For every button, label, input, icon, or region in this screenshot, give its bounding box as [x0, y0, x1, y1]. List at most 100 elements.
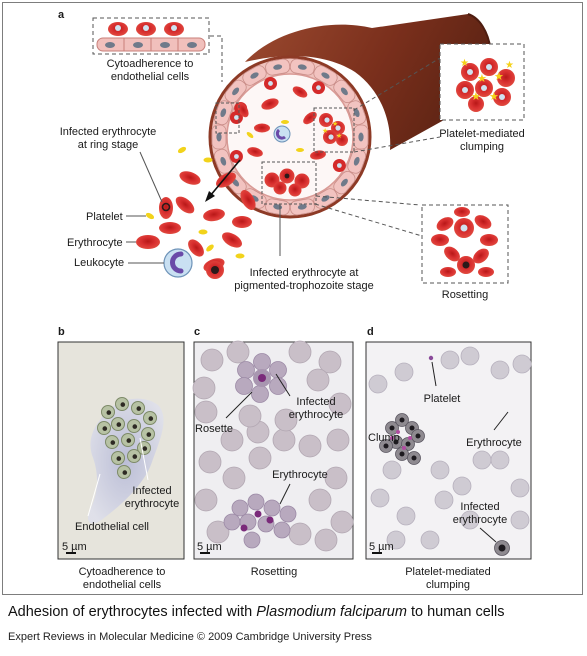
micro-erythrocyte — [382, 460, 402, 480]
parasite-vacuole — [234, 154, 239, 159]
c-rosette-leader — [225, 391, 253, 419]
endothelial-nucleus — [232, 87, 240, 96]
b-endothelial-label: Endothelial cell — [75, 521, 149, 533]
svg-text:★: ★ — [471, 91, 481, 103]
micro-erythrocyte — [298, 434, 322, 458]
micro-erythrocyte — [288, 522, 312, 546]
c-rosette-label: Rosette — [195, 423, 233, 435]
endothelial-nucleus — [250, 72, 259, 79]
endothelial-nucleus — [216, 132, 222, 142]
rosette-erythrocyte — [223, 513, 241, 531]
d-erythrocyte-label: Erythrocyte — [466, 437, 522, 449]
micro-erythrocyte — [386, 530, 406, 550]
endothelial-nucleus — [297, 64, 307, 70]
endothelial-nucleus — [297, 204, 307, 210]
micro-erythrocyte — [238, 404, 262, 428]
rosette-erythrocyte — [253, 353, 271, 371]
caption-c-line1: Rosetting — [250, 566, 298, 578]
svg-text:★: ★ — [505, 60, 514, 71]
flow-arrow — [205, 159, 241, 202]
parasite-pigment — [405, 441, 411, 447]
micro-erythrocyte — [430, 460, 450, 480]
trophozoite-label-line1: Infected erythrocyte at — [250, 267, 359, 279]
free-platelet — [428, 355, 434, 361]
trophozoite-label-line2: pigmented-trophozoite stage — [234, 280, 373, 292]
endothelial-nucleus — [340, 178, 348, 187]
title-suffix: to human cells — [406, 604, 505, 620]
micrograph-b-cells — [97, 397, 157, 479]
rosette-erythrocyte — [279, 505, 297, 523]
parasite-stain — [258, 374, 266, 382]
micro-erythrocyte — [510, 478, 530, 498]
d-scale-label: 5 µm — [369, 541, 394, 553]
vessel-detail-box-cyto — [215, 102, 240, 134]
parasite-pigment — [110, 440, 116, 445]
d-platelet-leader — [431, 361, 437, 387]
svg-text:★: ★ — [489, 91, 499, 103]
parasite-pigment — [409, 425, 415, 431]
b-infected-label-line1: Infected — [132, 485, 171, 497]
parasite-pigment — [122, 470, 128, 475]
parasite-pigment — [126, 438, 132, 443]
micro-erythrocyte — [396, 506, 416, 526]
rosette-erythrocyte — [237, 361, 255, 379]
platelet-dot — [402, 446, 406, 450]
d-platelet-label: Platelet — [424, 393, 461, 405]
micrograph-b — [57, 341, 185, 560]
inset-cytoadherence — [92, 17, 210, 55]
c-erythrocyte-label: Erythrocyte — [272, 469, 328, 481]
micro-erythrocyte — [512, 354, 532, 374]
platelet-dot — [408, 436, 412, 440]
clumping-label-line2: clumping — [460, 141, 504, 153]
micro-erythrocyte — [198, 450, 222, 474]
ring-stage-leader — [139, 151, 163, 203]
clumping-label-line1: Platelet-mediated — [439, 128, 525, 140]
caption-d-line1: Platelet-mediated — [405, 566, 491, 578]
rosette-erythrocyte — [231, 499, 249, 517]
micro-erythrocyte — [328, 392, 352, 416]
d-clump-label: Clump — [368, 432, 400, 444]
d-infected-label-line1: Infected — [460, 501, 499, 513]
endothelial-nucleus — [353, 108, 360, 118]
parasite-vacuole — [268, 81, 273, 86]
parasite-pigment — [399, 451, 405, 457]
c-infected-label-line2: erythrocyte — [289, 409, 343, 421]
micro-erythrocyte — [314, 528, 338, 552]
parasite-pigment — [415, 433, 421, 439]
micro-erythrocyte — [368, 374, 388, 394]
parasite-pigment — [142, 446, 148, 451]
b-scale-label: 5 µm — [62, 541, 87, 553]
rosette-erythrocyte — [247, 493, 265, 511]
parasite-stain — [266, 516, 274, 524]
panel-letter-b: b — [58, 326, 65, 338]
micro-erythrocyte — [324, 466, 348, 490]
micro-erythrocyte — [440, 350, 460, 370]
vessel-detail-box-troph — [261, 161, 317, 205]
b-infected-leader — [139, 437, 149, 481]
micro-erythrocyte — [194, 488, 218, 512]
svg-text:★: ★ — [336, 132, 342, 140]
caption-b-line2: endothelial cells — [82, 579, 162, 591]
parasite-pigment — [393, 439, 399, 445]
c-infected-label-line1: Infected — [296, 396, 335, 408]
parasite-pigment — [132, 454, 138, 459]
title-prefix: Adhesion of erythrocytes infected with — [8, 604, 257, 620]
micro-erythrocyte — [330, 510, 354, 534]
svg-text:★: ★ — [477, 73, 487, 85]
parasite-vacuole — [316, 85, 321, 91]
micro-erythrocyte — [452, 476, 472, 496]
micro-erythrocyte — [200, 348, 224, 372]
caption-b-line1: Cytoadherence to — [78, 566, 166, 578]
parasite-pigment — [148, 416, 154, 421]
inset-rosetting — [421, 204, 509, 284]
lumen-cells: ★ ★ ★ — [237, 86, 348, 197]
parasite-pigment — [389, 425, 395, 431]
micrograph-c — [192, 340, 354, 560]
rosette-erythrocyte — [243, 531, 261, 549]
cytoadherence-label-line1: Cytoadherence to — [107, 58, 194, 70]
micro-erythrocyte — [288, 340, 312, 364]
micro-erythrocyte — [306, 368, 330, 392]
micro-erythrocyte — [490, 360, 510, 380]
blood-vessel — [208, 13, 493, 219]
svg-text:★: ★ — [332, 120, 338, 128]
